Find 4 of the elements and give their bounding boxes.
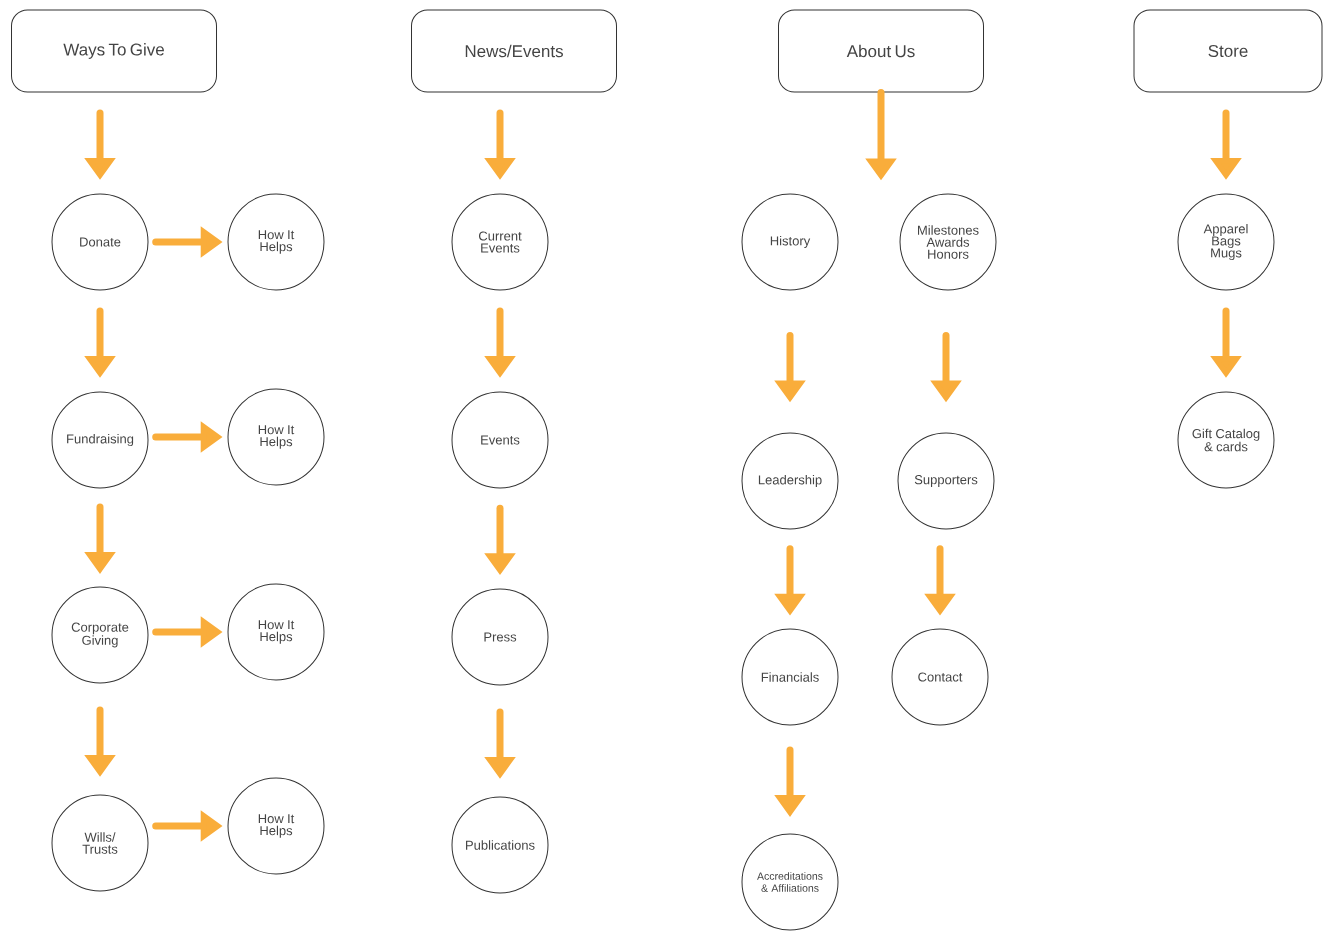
menu-box: News/Events (411, 9, 617, 93)
menu-box: Ways To Give (11, 9, 217, 93)
menu-box: Store (1133, 9, 1323, 93)
menu-box: About Us (778, 9, 984, 93)
